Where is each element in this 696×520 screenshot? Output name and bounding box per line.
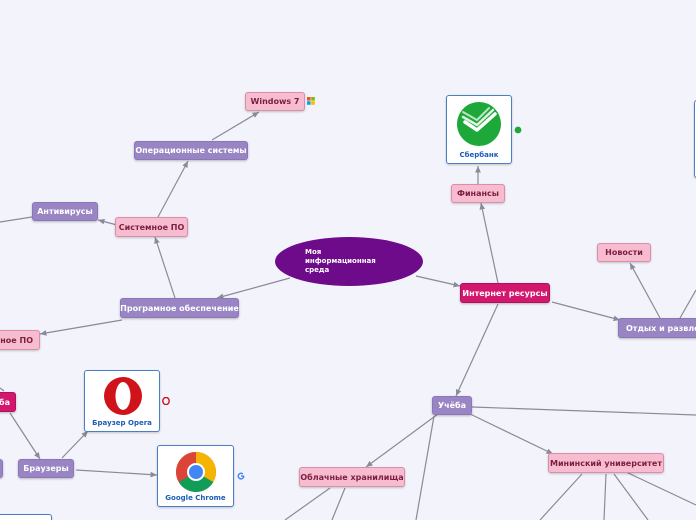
sberbank-logo-icon xyxy=(457,102,501,146)
node-finance-label: Финансы xyxy=(457,189,499,198)
connector-browsers-chrome xyxy=(75,469,158,478)
node-operating-systems-label: Операционные системы xyxy=(135,146,247,155)
node-internet-resources-label: Интернет ресурсы xyxy=(462,288,548,298)
connector-os-windows xyxy=(211,111,260,141)
card-chrome[interactable]: Google Chrome xyxy=(157,445,234,507)
connector-minin-down-2 xyxy=(603,473,607,520)
connector-cloud-down-1 xyxy=(284,487,331,520)
node-system-software[interactable]: Системное ПО xyxy=(115,217,188,237)
node-finance[interactable]: Финансы xyxy=(451,184,505,203)
node-internet-resources[interactable]: Интернет ресурсы xyxy=(460,283,550,303)
connector-minin-down-3 xyxy=(613,473,649,520)
connector-software-system xyxy=(154,236,176,299)
node-partial-left[interactable] xyxy=(0,459,3,478)
node-system-software-label: Системное ПО xyxy=(118,222,185,232)
connector-browsers-opera xyxy=(61,430,89,459)
node-news[interactable]: Новости xyxy=(597,243,651,262)
node-antivirus-label: Антивирусы xyxy=(37,207,93,216)
opera-logo-icon xyxy=(104,377,142,415)
card-opera[interactable]: Браузер Opera xyxy=(84,370,160,432)
windows-logo-icon xyxy=(307,97,315,105)
card-partial-right xyxy=(694,100,696,178)
node-minin-university[interactable]: Мининский университет xyxy=(548,453,664,473)
connector-study-offscreen-right xyxy=(471,406,696,416)
connector-study-down xyxy=(415,415,435,520)
connector-minin-down-4 xyxy=(625,471,696,506)
center-node[interactable]: Моя информационная среда xyxy=(275,237,423,286)
node-study-label: Учёба xyxy=(437,401,467,410)
node-software-label: Програмное обеспечение xyxy=(120,303,239,313)
node-operating-systems[interactable]: Операционные системы xyxy=(134,141,248,160)
card-sberbank[interactable]: Сбербанк xyxy=(446,95,512,164)
google-small-icon xyxy=(237,472,245,480)
center-node-label: Моя информационная среда xyxy=(305,248,376,274)
connector-system-antivirus xyxy=(97,218,118,226)
connector-center-software xyxy=(216,277,291,300)
green-dot-icon xyxy=(514,126,522,134)
node-browsers-label: Браузеры xyxy=(23,464,69,473)
chrome-logo-icon xyxy=(176,452,216,492)
connector-internet-study xyxy=(455,303,499,397)
connector-internet-finance xyxy=(479,202,499,284)
connector-antivirus-offscreen xyxy=(0,216,33,223)
connector-offscreen-study xyxy=(0,387,5,392)
card-chrome-label: Google Chrome xyxy=(165,494,226,502)
node-study-left-label: ба xyxy=(0,397,10,407)
connector-study-minin xyxy=(467,412,554,455)
card-opera-label: Браузер Opera xyxy=(92,419,152,427)
node-leisure-label: Отдых и развлече xyxy=(626,323,696,333)
connector-system-os xyxy=(157,160,189,218)
connector-leisure-offscreen xyxy=(679,289,696,319)
node-study[interactable]: Учёба xyxy=(432,396,472,415)
connector-minin-down-1 xyxy=(539,473,583,520)
node-cloud-storage-label: Облачные хранилища xyxy=(300,472,404,482)
card-partial-bottom-left xyxy=(0,514,52,520)
node-news-label: Новости xyxy=(605,248,643,257)
connector-center-internet xyxy=(415,275,461,288)
node-antivirus[interactable]: Антивирусы xyxy=(32,202,98,221)
card-sberbank-label: Сбербанк xyxy=(459,151,499,159)
node-applied-software[interactable]: дное ПО xyxy=(0,330,40,350)
node-leisure[interactable]: Отдых и развлече xyxy=(618,318,696,338)
connector-study-cloud xyxy=(365,413,439,468)
connector-study-browsers xyxy=(9,412,41,460)
node-study-left[interactable]: ба xyxy=(0,392,16,412)
node-minin-university-label: Мининский университет xyxy=(549,458,662,468)
connector-software-applied xyxy=(39,319,123,336)
opera-small-icon xyxy=(162,396,170,406)
connector-cloud-down-2 xyxy=(331,487,346,520)
node-browsers[interactable]: Браузеры xyxy=(18,459,74,478)
node-cloud-storage[interactable]: Облачные хранилища xyxy=(299,467,405,487)
node-windows7-label: Windows 7 xyxy=(250,97,300,106)
connector-leisure-news xyxy=(629,262,661,319)
node-windows7[interactable]: Windows 7 xyxy=(245,92,305,111)
connector-internet-leisure xyxy=(551,301,621,322)
node-applied-software-label: дное ПО xyxy=(0,335,33,345)
node-software[interactable]: Програмное обеспечение xyxy=(120,298,239,318)
